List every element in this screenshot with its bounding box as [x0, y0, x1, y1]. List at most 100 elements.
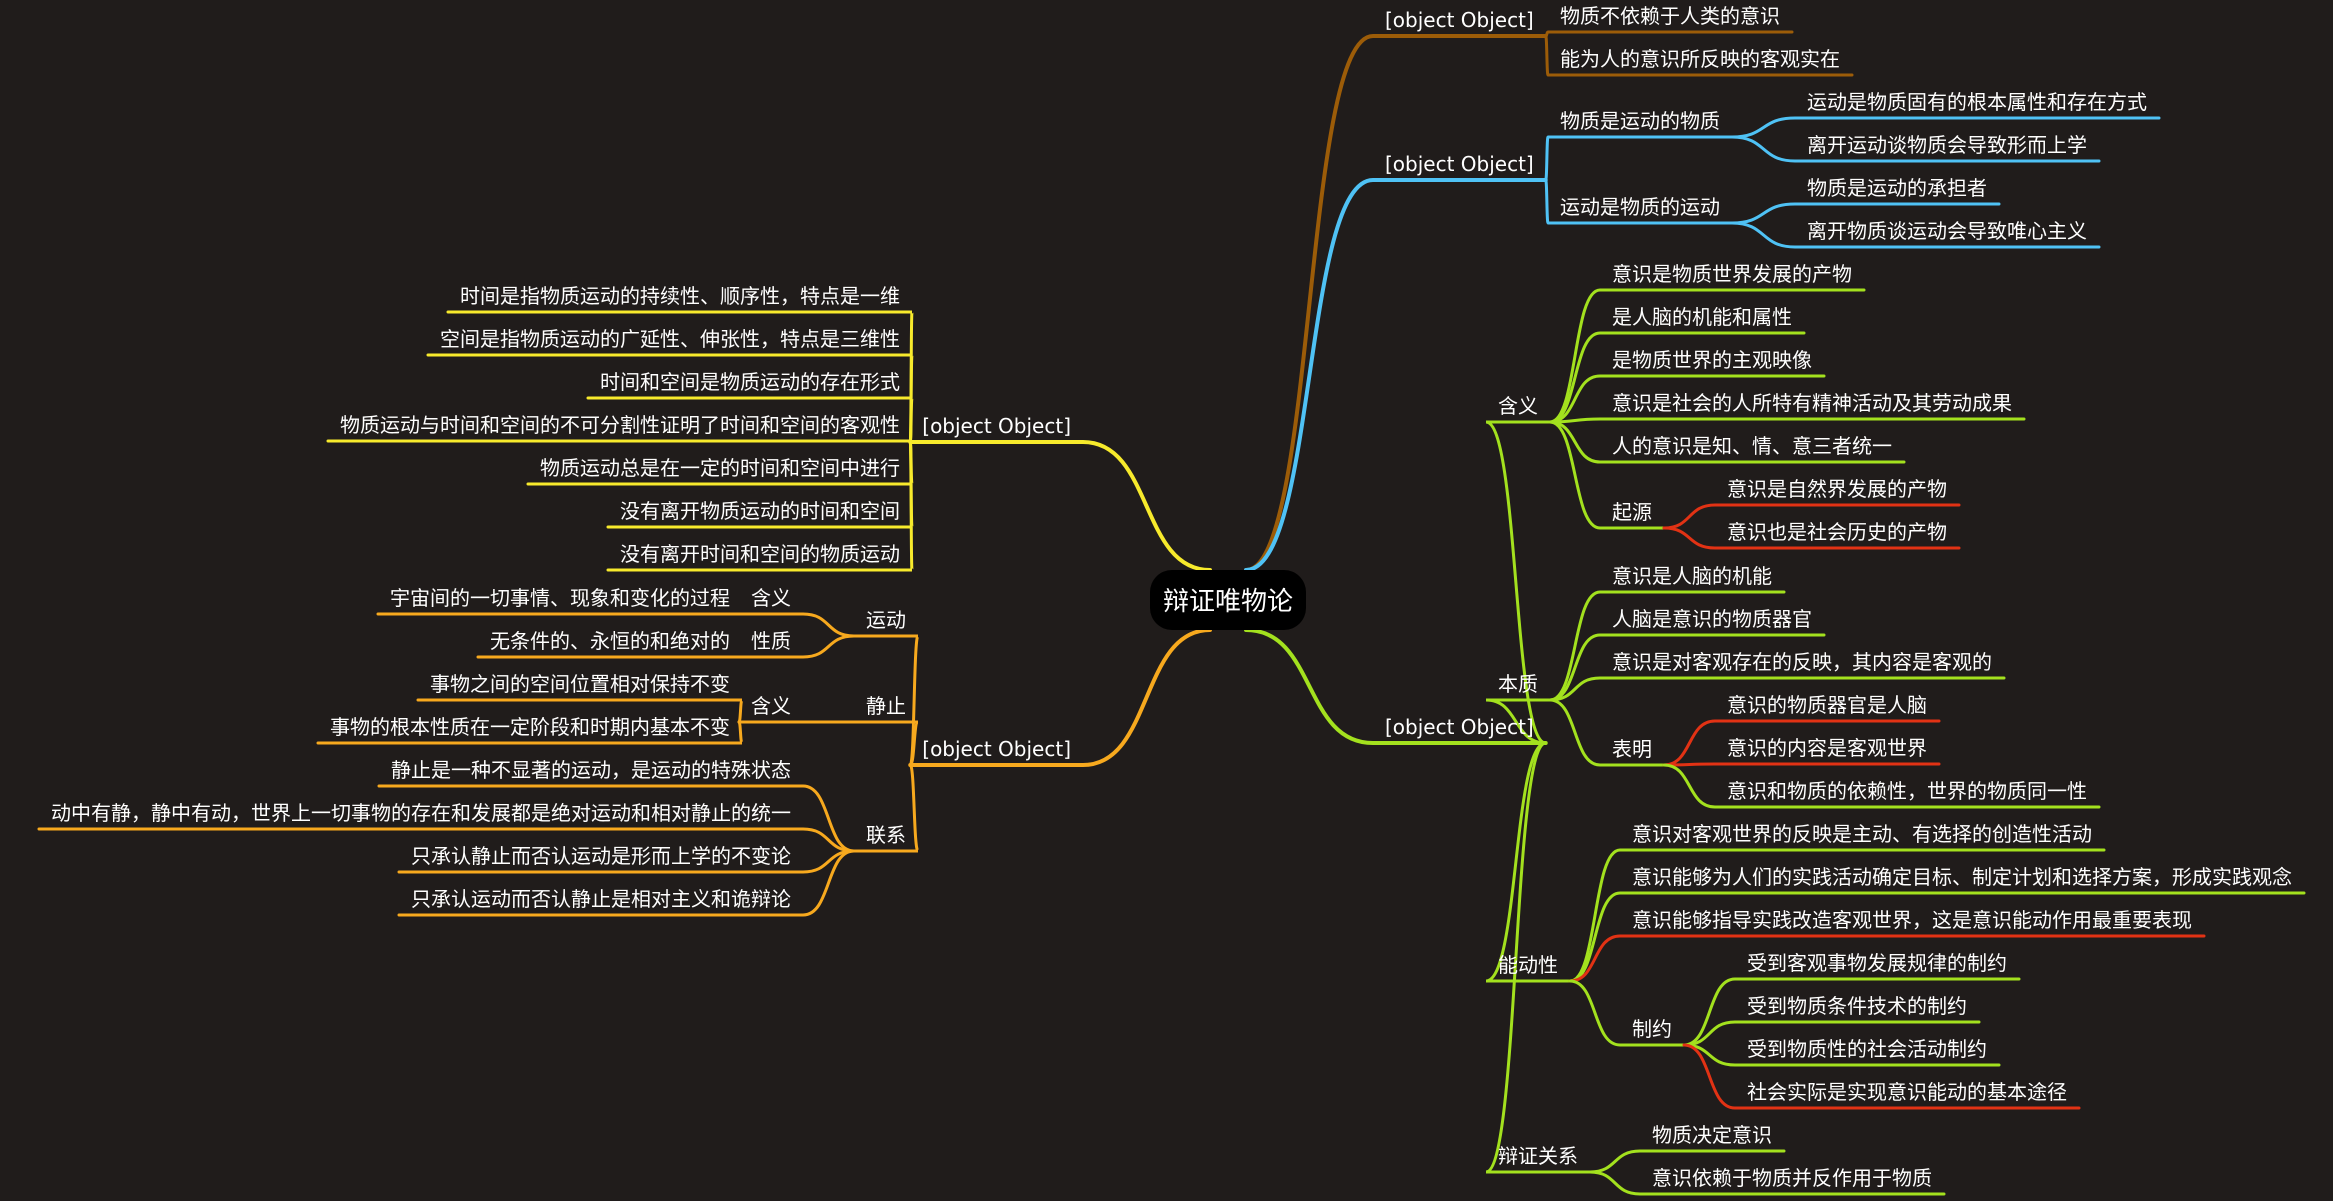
node-b2-s1[interactable]: 物质是运动的物质 — [1560, 109, 1720, 133]
node-b3-bianzheng-c2[interactable]: 意识依赖于物质并反作用于物质 — [1652, 1166, 1932, 1190]
node-b5-lianxi-c1[interactable]: 静止是一种不显著的运动，是运动的特殊状态 — [391, 758, 791, 782]
node-b5-jingzhi-hanyi[interactable]: 含义 — [751, 694, 791, 718]
node-b5-jingzhi-hanyi-c1[interactable]: 事物之间的空间位置相对保持不变 — [430, 672, 730, 696]
node-b3-hanyi-c3[interactable]: 是物质世界的主观映像 — [1612, 348, 1812, 372]
edge-b2-s2-c2 — [1730, 221, 2101, 249]
root-node[interactable]: 辩证唯物论 — [1150, 570, 1306, 630]
edge-b3-hanyi-c5 — [1548, 420, 1906, 464]
node-b3-hanyi[interactable]: 含义 — [1498, 394, 1538, 418]
node-b3-nengdong-zhiyue-c2[interactable]: 受到物质条件技术的制约 — [1747, 994, 1967, 1018]
edge-b1-c1 — [1544, 30, 1794, 38]
node-b3-nengdong[interactable]: 能动性 — [1498, 953, 1558, 977]
node-b2-s2-c1[interactable]: 物质是运动的承担者 — [1807, 176, 1987, 200]
edge-b4 — [908, 440, 1212, 572]
node-b3-nengdong-zhiyue[interactable]: 制约 — [1632, 1017, 1672, 1041]
edge-b5-jingzhi — [852, 720, 920, 767]
node-b4-c4[interactable]: 物质运动与时间和空间的不可分割性证明了时间和空间的客观性 — [340, 413, 900, 437]
node-b3-hanyi-qiyuan[interactable]: 起源 — [1612, 500, 1652, 524]
node-b3-nengdong-zhiyue-c3[interactable]: 受到物质性的社会活动制约 — [1747, 1037, 1987, 1061]
root-title: 辩证唯物论 — [1163, 587, 1293, 617]
node-b4-c1[interactable]: 时间是指物质运动的持续性、顺序性，特点是一维 — [460, 284, 900, 308]
edge-b2 — [1244, 178, 1548, 572]
edge-b2-s1 — [1544, 135, 1734, 182]
node-b2-s1-c1[interactable]: 运动是物质固有的根本属性和存在方式 — [1807, 90, 2147, 114]
node-b4-c2[interactable]: 空间是指物质运动的广延性、伸张性，特点是三维性 — [440, 327, 900, 351]
node-b5-yundong-hanyi[interactable]: 含义 — [751, 586, 791, 610]
edge-b3-hanyi-qiyuan-c2 — [1662, 526, 1961, 550]
node-b3-benzhi-c3[interactable]: 意识是对客观存在的反映，其内容是客观的 — [1612, 650, 1992, 674]
node-b3-benzhi-biaoming-c2[interactable]: 意识的内容是客观世界 — [1727, 736, 1927, 760]
node-b3-bianzheng-c1[interactable]: 物质决定意识 — [1652, 1123, 1772, 1147]
node-b3-hanyi-c4[interactable]: 意识是社会的人所特有精神活动及其劳动成果 — [1612, 391, 2012, 415]
node-b4[interactable]: [object Object] — [922, 414, 1071, 438]
node-b5-yundong-xingzhi[interactable]: 性质 — [751, 629, 791, 653]
node-b5-lianxi[interactable]: 联系 — [866, 823, 906, 847]
edge-b3-benzhi-biaoming-c2 — [1662, 762, 1941, 767]
node-b2[interactable]: [object Object] — [1385, 152, 1534, 176]
node-b3-bianzheng[interactable]: 辩证关系 — [1498, 1144, 1578, 1168]
edge-b3-nengdong-c3 — [1568, 934, 2206, 983]
node-b3-benzhi[interactable]: 本质 — [1498, 672, 1538, 696]
edge-b3-benzhi-biaoming — [1548, 698, 1666, 767]
node-b2-s2-c2[interactable]: 离开物质谈运动会导致唯心主义 — [1807, 219, 2087, 243]
node-b4-c7[interactable]: 没有离开时间和空间的物质运动 — [620, 542, 900, 566]
edge-b3-nengdong-zhiyue-c1 — [1682, 977, 2021, 1047]
node-b3-benzhi-c1[interactable]: 意识是人脑的机能 — [1612, 564, 1772, 588]
edge-b4-c4 — [326, 439, 913, 444]
edge-b2-s1-c1 — [1730, 116, 2161, 139]
edge-b2-s2 — [1544, 178, 1734, 225]
node-b5-yundong[interactable]: 运动 — [866, 608, 906, 632]
edge-b1-c2 — [1544, 34, 1854, 77]
node-b3-benzhi-biaoming-c1[interactable]: 意识的物质器官是人脑 — [1727, 693, 1927, 717]
node-b5-jingzhi-hanyi-c2[interactable]: 事物的根本性质在一定阶段和时期内基本不变 — [330, 715, 730, 739]
node-b3-hanyi-c5[interactable]: 人的意识是知、情、意三者统一 — [1612, 434, 1892, 458]
edge-b3-benzhi-c2 — [1548, 633, 1826, 702]
node-b3[interactable]: [object Object] — [1385, 715, 1534, 739]
node-b2-s2[interactable]: 运动是物质的运动 — [1560, 195, 1720, 219]
node-b3-nengdong-zhiyue-c4[interactable]: 社会实际是实现意识能动的基本途径 — [1747, 1080, 2067, 1104]
node-b3-hanyi-c1[interactable]: 意识是物质世界发展的产物 — [1612, 262, 1852, 286]
node-b5-lianxi-c4[interactable]: 只承认运动而否认静止是相对主义和诡辩论 — [411, 887, 791, 911]
edge-b4-c7 — [606, 440, 914, 572]
edge-b3-hanyi-c3 — [1548, 374, 1826, 424]
edge-b3-nengdong-zhiyue — [1568, 979, 1686, 1047]
node-b4-c5[interactable]: 物质运动总是在一定的时间和空间中进行 — [540, 456, 900, 480]
edge-b5-yundong-xingzhi — [737, 634, 856, 659]
node-b5[interactable]: [object Object] — [922, 737, 1071, 761]
node-b5-lianxi-c2[interactable]: 动中有静，静中有动，世界上一切事物的存在和发展都是绝对运动和相对静止的统一 — [51, 801, 791, 825]
node-b5-yundong-xingzhi-c1[interactable]: 无条件的、永恒的和绝对的 — [490, 629, 730, 653]
node-b3-benzhi-biaoming[interactable]: 表明 — [1612, 737, 1652, 761]
node-b4-c6[interactable]: 没有离开物质运动的时间和空间 — [620, 499, 900, 523]
node-b2-s1-c2[interactable]: 离开运动谈物质会导致形而上学 — [1807, 133, 2087, 157]
edge-b5-lianxi — [852, 763, 920, 853]
labels: [object Object] 物质不依赖于人类的意识能为人的意识所反映的客观实在… — [51, 4, 2292, 1190]
edge-b3-hanyi-c4 — [1548, 417, 2026, 424]
node-b3-hanyi-c2[interactable]: 是人脑的机能和属性 — [1612, 305, 1792, 329]
node-b3-benzhi-biaoming-c3[interactable]: 意识和物质的依赖性，世界的物质同一性 — [1727, 779, 2087, 803]
edge-b3-nengdong-c1 — [1568, 848, 2106, 983]
node-b1-c1[interactable]: 物质不依赖于人类的意识 — [1560, 4, 1780, 28]
edge-b3-hanyi-c2 — [1548, 331, 1806, 424]
node-b1-c2[interactable]: 能为人的意识所反映的客观实在 — [1560, 47, 1840, 71]
edge-b3-nengdong — [1485, 741, 1572, 983]
node-b3-hanyi-qiyuan-c2[interactable]: 意识也是社会历史的产物 — [1727, 520, 1947, 544]
node-b5-yundong-hanyi-c1[interactable]: 宇宙间的一切事情、现象和变化的过程 — [390, 586, 730, 610]
edge-b5 — [908, 628, 1212, 767]
node-b4-c3[interactable]: 时间和空间是物质运动的存在形式 — [600, 370, 900, 394]
node-b3-nengdong-c3[interactable]: 意识能够指导实践改造客观世界，这是意识能动作用最重要表现 — [1632, 908, 2192, 932]
edge-b3-nengdong-zhiyue-c4 — [1682, 1043, 2081, 1110]
edges — [37, 30, 2306, 1196]
node-b3-nengdong-c1[interactable]: 意识对客观世界的反映是主动、有选择的创造性活动 — [1632, 822, 2092, 846]
edge-b3-benzhi — [1485, 698, 1552, 745]
node-b3-nengdong-zhiyue-c1[interactable]: 受到客观事物发展规律的制约 — [1747, 951, 2007, 975]
edge-b3-bianzheng-c2 — [1588, 1170, 1946, 1196]
node-b3-hanyi-qiyuan-c1[interactable]: 意识是自然界发展的产物 — [1727, 477, 1947, 501]
node-b5-lianxi-c3[interactable]: 只承认静止而否认运动是形而上学的不变论 — [411, 844, 791, 868]
edge-b1 — [1244, 34, 1548, 572]
edge-b5-lianxi-c1 — [377, 784, 856, 853]
edge-b3-nengdong-c2 — [1568, 891, 2306, 983]
node-b1[interactable]: [object Object] — [1385, 8, 1534, 32]
node-b3-benzhi-c2[interactable]: 人脑是意识的物质器官 — [1612, 607, 1812, 631]
node-b5-jingzhi[interactable]: 静止 — [866, 694, 906, 718]
node-b3-nengdong-c2[interactable]: 意识能够为人们的实践活动确定目标、制定计划和选择方案，形成实践观念 — [1632, 865, 2292, 889]
